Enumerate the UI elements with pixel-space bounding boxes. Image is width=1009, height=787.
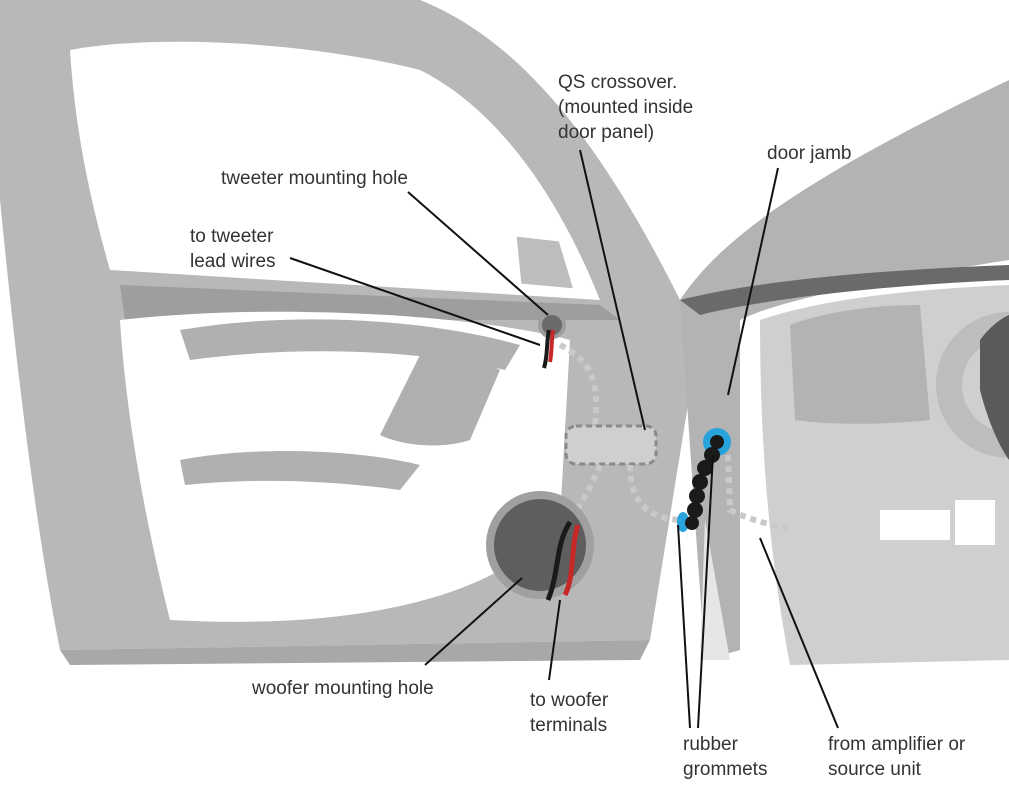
rubber-grommets-line2: grommets [683,759,768,780]
woofer-terminals-label: to woofer terminals [530,688,608,738]
crossover-label-line2: (mounted inside [558,97,694,118]
crossover-label-line3: door panel) [558,122,655,143]
from-amp-label: from amplifier or source unit [828,732,965,782]
woofer-hole-label: woofer mounting hole [252,678,434,699]
from-amp-line1: from amplifier or [828,734,966,755]
tweeter-wires-line2: lead wires [190,251,276,272]
car-door-illustration [0,0,1009,665]
from-amp-line2: source unit [828,759,921,780]
wire-loom [685,447,720,530]
tweeter-wires-label: to tweeter lead wires [190,224,276,274]
rubber-grommets-line1: rubber [683,734,738,755]
tweeter-hole [538,311,566,369]
crossover-label: QS crossover. (mounted inside door panel… [558,70,693,145]
grommet-lower [677,512,689,532]
crossover-label-line1: QS crossover. [558,72,678,93]
tweeter-hole-label: tweeter mounting hole [221,168,408,189]
tweeter-wires-line1: to tweeter [190,226,274,247]
woofer-hole [486,491,594,601]
leader-lines [289,149,839,729]
rubber-grommets-label: rubber grommets [683,732,767,782]
crossover-box [564,424,658,466]
woofer-terminals-line2: terminals [530,715,608,736]
door-jamb-label: door jamb [767,143,852,164]
woofer-terminals-line1: to woofer [530,690,609,711]
